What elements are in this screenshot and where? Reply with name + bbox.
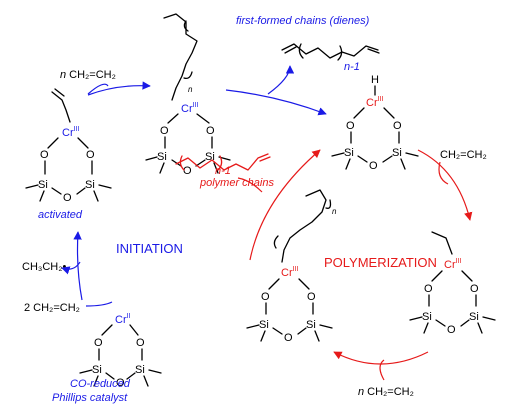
cr-atom: CrII — [115, 313, 131, 326]
si-atom: Si — [205, 151, 215, 163]
o-atom: O — [424, 283, 433, 295]
diene-structure — [281, 43, 380, 61]
ethylene-right-label: CH₂=CH₂ — [440, 149, 487, 161]
h-atom: H — [371, 74, 379, 86]
cr-atom: CrIII — [366, 96, 383, 109]
first-formed-chains-label: first-formed chains (dienes) — [236, 15, 370, 27]
arrow-hydride-to-ethyl — [417, 149, 473, 221]
o-atom: O — [393, 120, 402, 132]
initiation-label: INITIATION — [116, 241, 183, 256]
o-atom: O — [94, 337, 103, 349]
structure-first-formed-chain: n CrIII O O Si Si O — [145, 13, 231, 177]
o-atom: O — [160, 125, 169, 137]
o-atom: O — [284, 332, 293, 344]
o-atom: O — [346, 120, 355, 132]
arrow-ethylene-in-right — [438, 161, 449, 185]
si-atom: Si — [392, 147, 402, 159]
o-atom: O — [116, 377, 125, 389]
o-atom: O — [40, 149, 49, 161]
si-atom: Si — [85, 179, 95, 191]
cr-atom: CrIII — [444, 258, 461, 271]
si-atom: Si — [469, 311, 479, 323]
o-atom: O — [369, 160, 378, 172]
structure-cr-ethyl: CrIII O O Si Si O — [409, 231, 496, 336]
cr-atom: CrIII — [281, 266, 298, 279]
co-reduced-label: CO-reduced — [70, 378, 131, 390]
o-atom: O — [136, 337, 145, 349]
si-atom: Si — [92, 364, 102, 376]
cr-atom: CrIII — [181, 102, 198, 115]
si-atom: Si — [259, 319, 269, 331]
o-atom: O — [63, 192, 72, 204]
si-atom: Si — [344, 147, 354, 159]
arrow-ethylene-in-top — [87, 83, 109, 95]
polymer-chains-label: polymer chains — [199, 177, 274, 189]
si-atom: Si — [38, 179, 48, 191]
ethyl-radical-label: CH₃CH₂• — [22, 261, 67, 273]
o-atom: O — [447, 324, 456, 336]
arrow-polymer-out — [237, 177, 263, 193]
si-atom: Si — [422, 311, 432, 323]
si-atom: Si — [157, 151, 167, 163]
si-atom: Si — [135, 364, 145, 376]
o-atom: O — [183, 165, 192, 177]
arrow-ethyl-radical-out — [61, 261, 81, 275]
activated-label: activated — [38, 209, 83, 221]
n-minus-1-top-label: n-1 — [344, 61, 360, 73]
o-atom: O — [261, 291, 270, 303]
polymer-chain-structure — [175, 153, 271, 171]
arrow-ethyl-to-polymer — [333, 351, 429, 365]
arrow-initiation-ethylene-in — [85, 301, 113, 307]
polymerization-label: POLYMERIZATION — [324, 255, 437, 270]
structure-cr-hydride: H CrIII O O Si Si O — [331, 74, 419, 172]
arrow-polymer-to-hydride — [249, 149, 321, 261]
arrow-initiation — [73, 231, 83, 301]
n-subscript: n — [188, 85, 193, 94]
n-minus-1-red-label: n-1 — [215, 165, 231, 177]
cr-atom: CrIII — [62, 126, 79, 139]
arrow-activated-to-chain — [87, 81, 151, 96]
arrow-chain-to-hydride — [225, 89, 327, 116]
arrow-diene-out — [267, 65, 295, 95]
n-subscript: n — [332, 207, 337, 216]
arrow-ethylene-in-bottom — [379, 359, 385, 381]
o-atom: O — [206, 125, 215, 137]
si-atom: Si — [306, 319, 316, 331]
structure-activated: CrIII O O Si Si O activated — [25, 88, 112, 221]
o-atom: O — [86, 149, 95, 161]
structure-cr-polymer-chain: n CrIII O O Si Si O — [246, 189, 337, 344]
structure-phillips-catalyst: CrII O O Si Si O — [79, 313, 162, 389]
o-atom: O — [470, 283, 479, 295]
o-atom: O — [307, 291, 316, 303]
two-ethylene-label: 2 CH₂=CH₂ — [24, 302, 80, 314]
phillips-catalyst-label: Phillips catalyst — [52, 392, 128, 404]
